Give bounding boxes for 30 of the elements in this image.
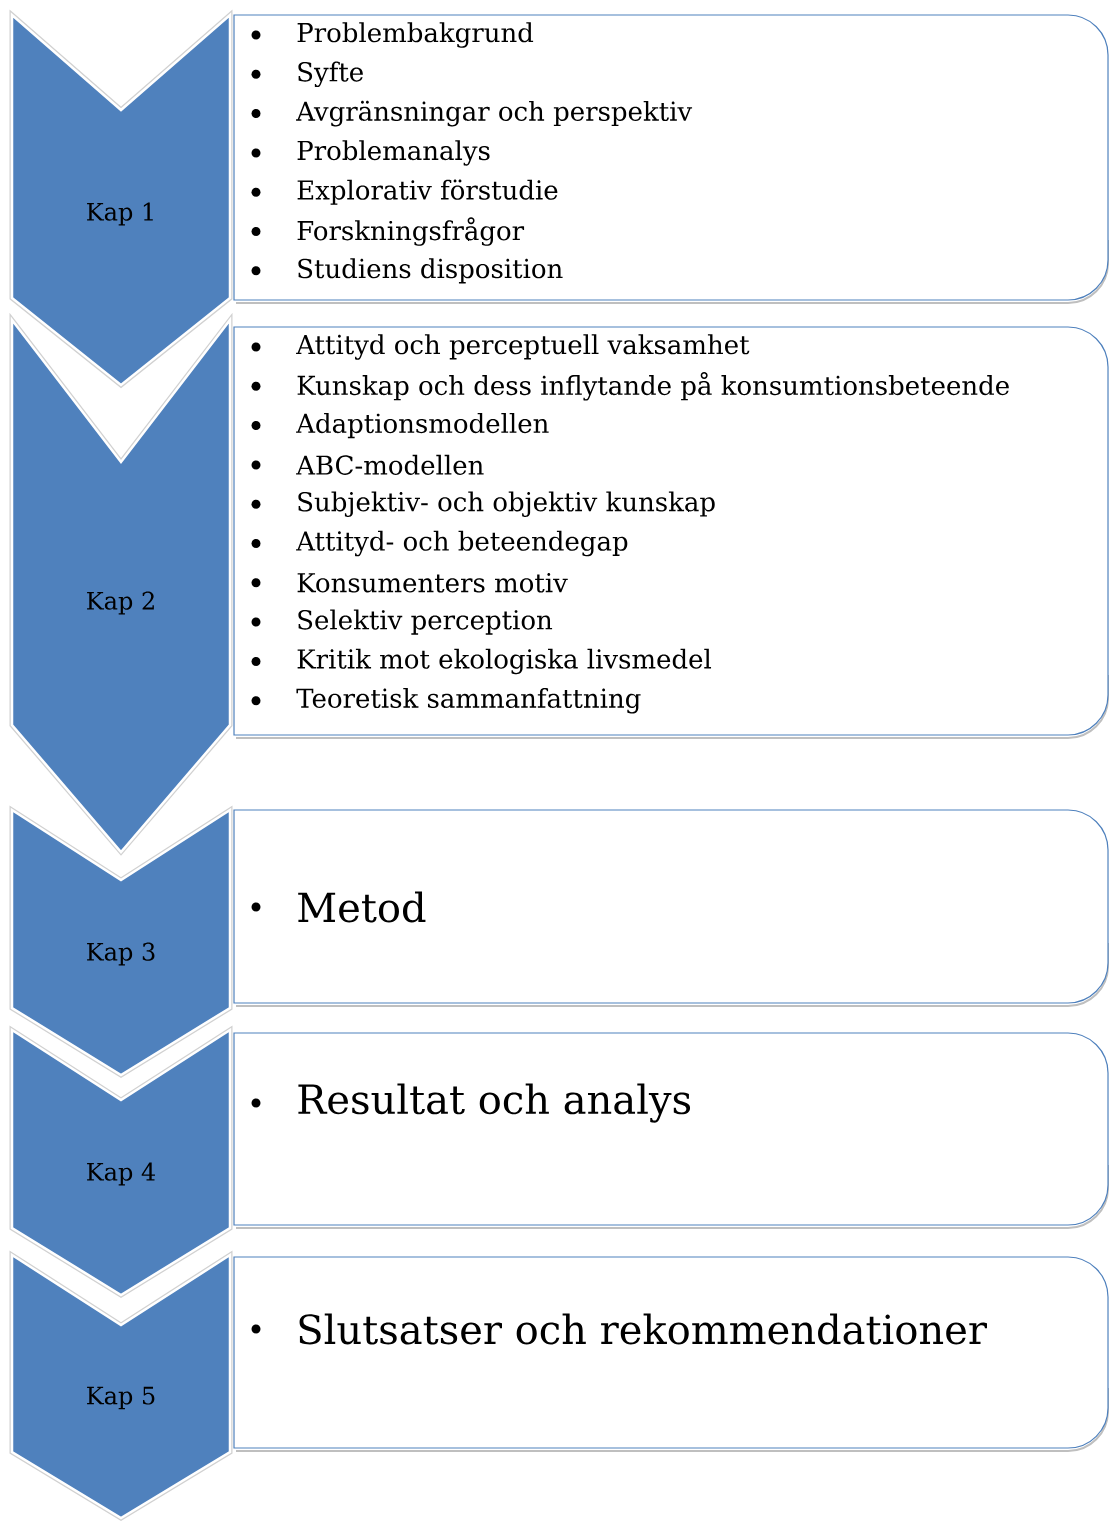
bullet-item: Selektiv perception: [251, 609, 553, 635]
content-box: [233, 326, 1109, 739]
bullet-item: Kritik mot ekologiska livsmedel: [251, 648, 712, 675]
bullet-item: Forskningsfrågor: [251, 217, 525, 246]
content-box: [233, 1256, 1109, 1452]
bullet-item: Slutsatser och rekommendationer: [251, 1313, 987, 1345]
bullet-item: Problemanalys: [251, 140, 490, 166]
content-box: [233, 1032, 1109, 1229]
content-box: [233, 14, 1109, 304]
chevron-step: Kap 2: [9, 312, 233, 856]
bullet-item: Studiens disposition: [251, 258, 563, 284]
bullet-item: Subjektiv- och objektiv kunskap: [251, 491, 715, 517]
bullet-item: ABC-modellen: [251, 454, 484, 475]
bullet-item: Attityd- och beteendegap: [251, 530, 628, 557]
bullet-item: Adaptionsmodellen: [251, 413, 549, 439]
bullet-item: Metod: [251, 891, 426, 923]
bullet-item: Resultat och analys: [251, 1083, 691, 1123]
bullet-item: Avgränsningar och perspektiv: [251, 100, 693, 127]
bullet-item: Kunskap och dess inflytande på konsumtionsbeteende: [251, 372, 1009, 401]
content-box: [233, 809, 1109, 1007]
bullet-item: Teoretisk sammanfattning: [251, 687, 641, 714]
bullet-item: Konsumenters motiv: [251, 573, 568, 593]
chevron-step: Kap 3: [9, 805, 233, 1078]
chevron-step: Kap 4: [9, 1025, 233, 1298]
chevron-step: Kap 1: [9, 9, 233, 389]
bullet-item: Syfte: [251, 61, 363, 88]
chevron-step: Kap 5: [9, 1250, 233, 1521]
bullet-item: Attityd och perceptuell vaksamhet: [251, 334, 750, 360]
bullet-item: Explorativ förstudie: [251, 179, 558, 205]
bullet-item: Problembakgrund: [251, 22, 534, 48]
